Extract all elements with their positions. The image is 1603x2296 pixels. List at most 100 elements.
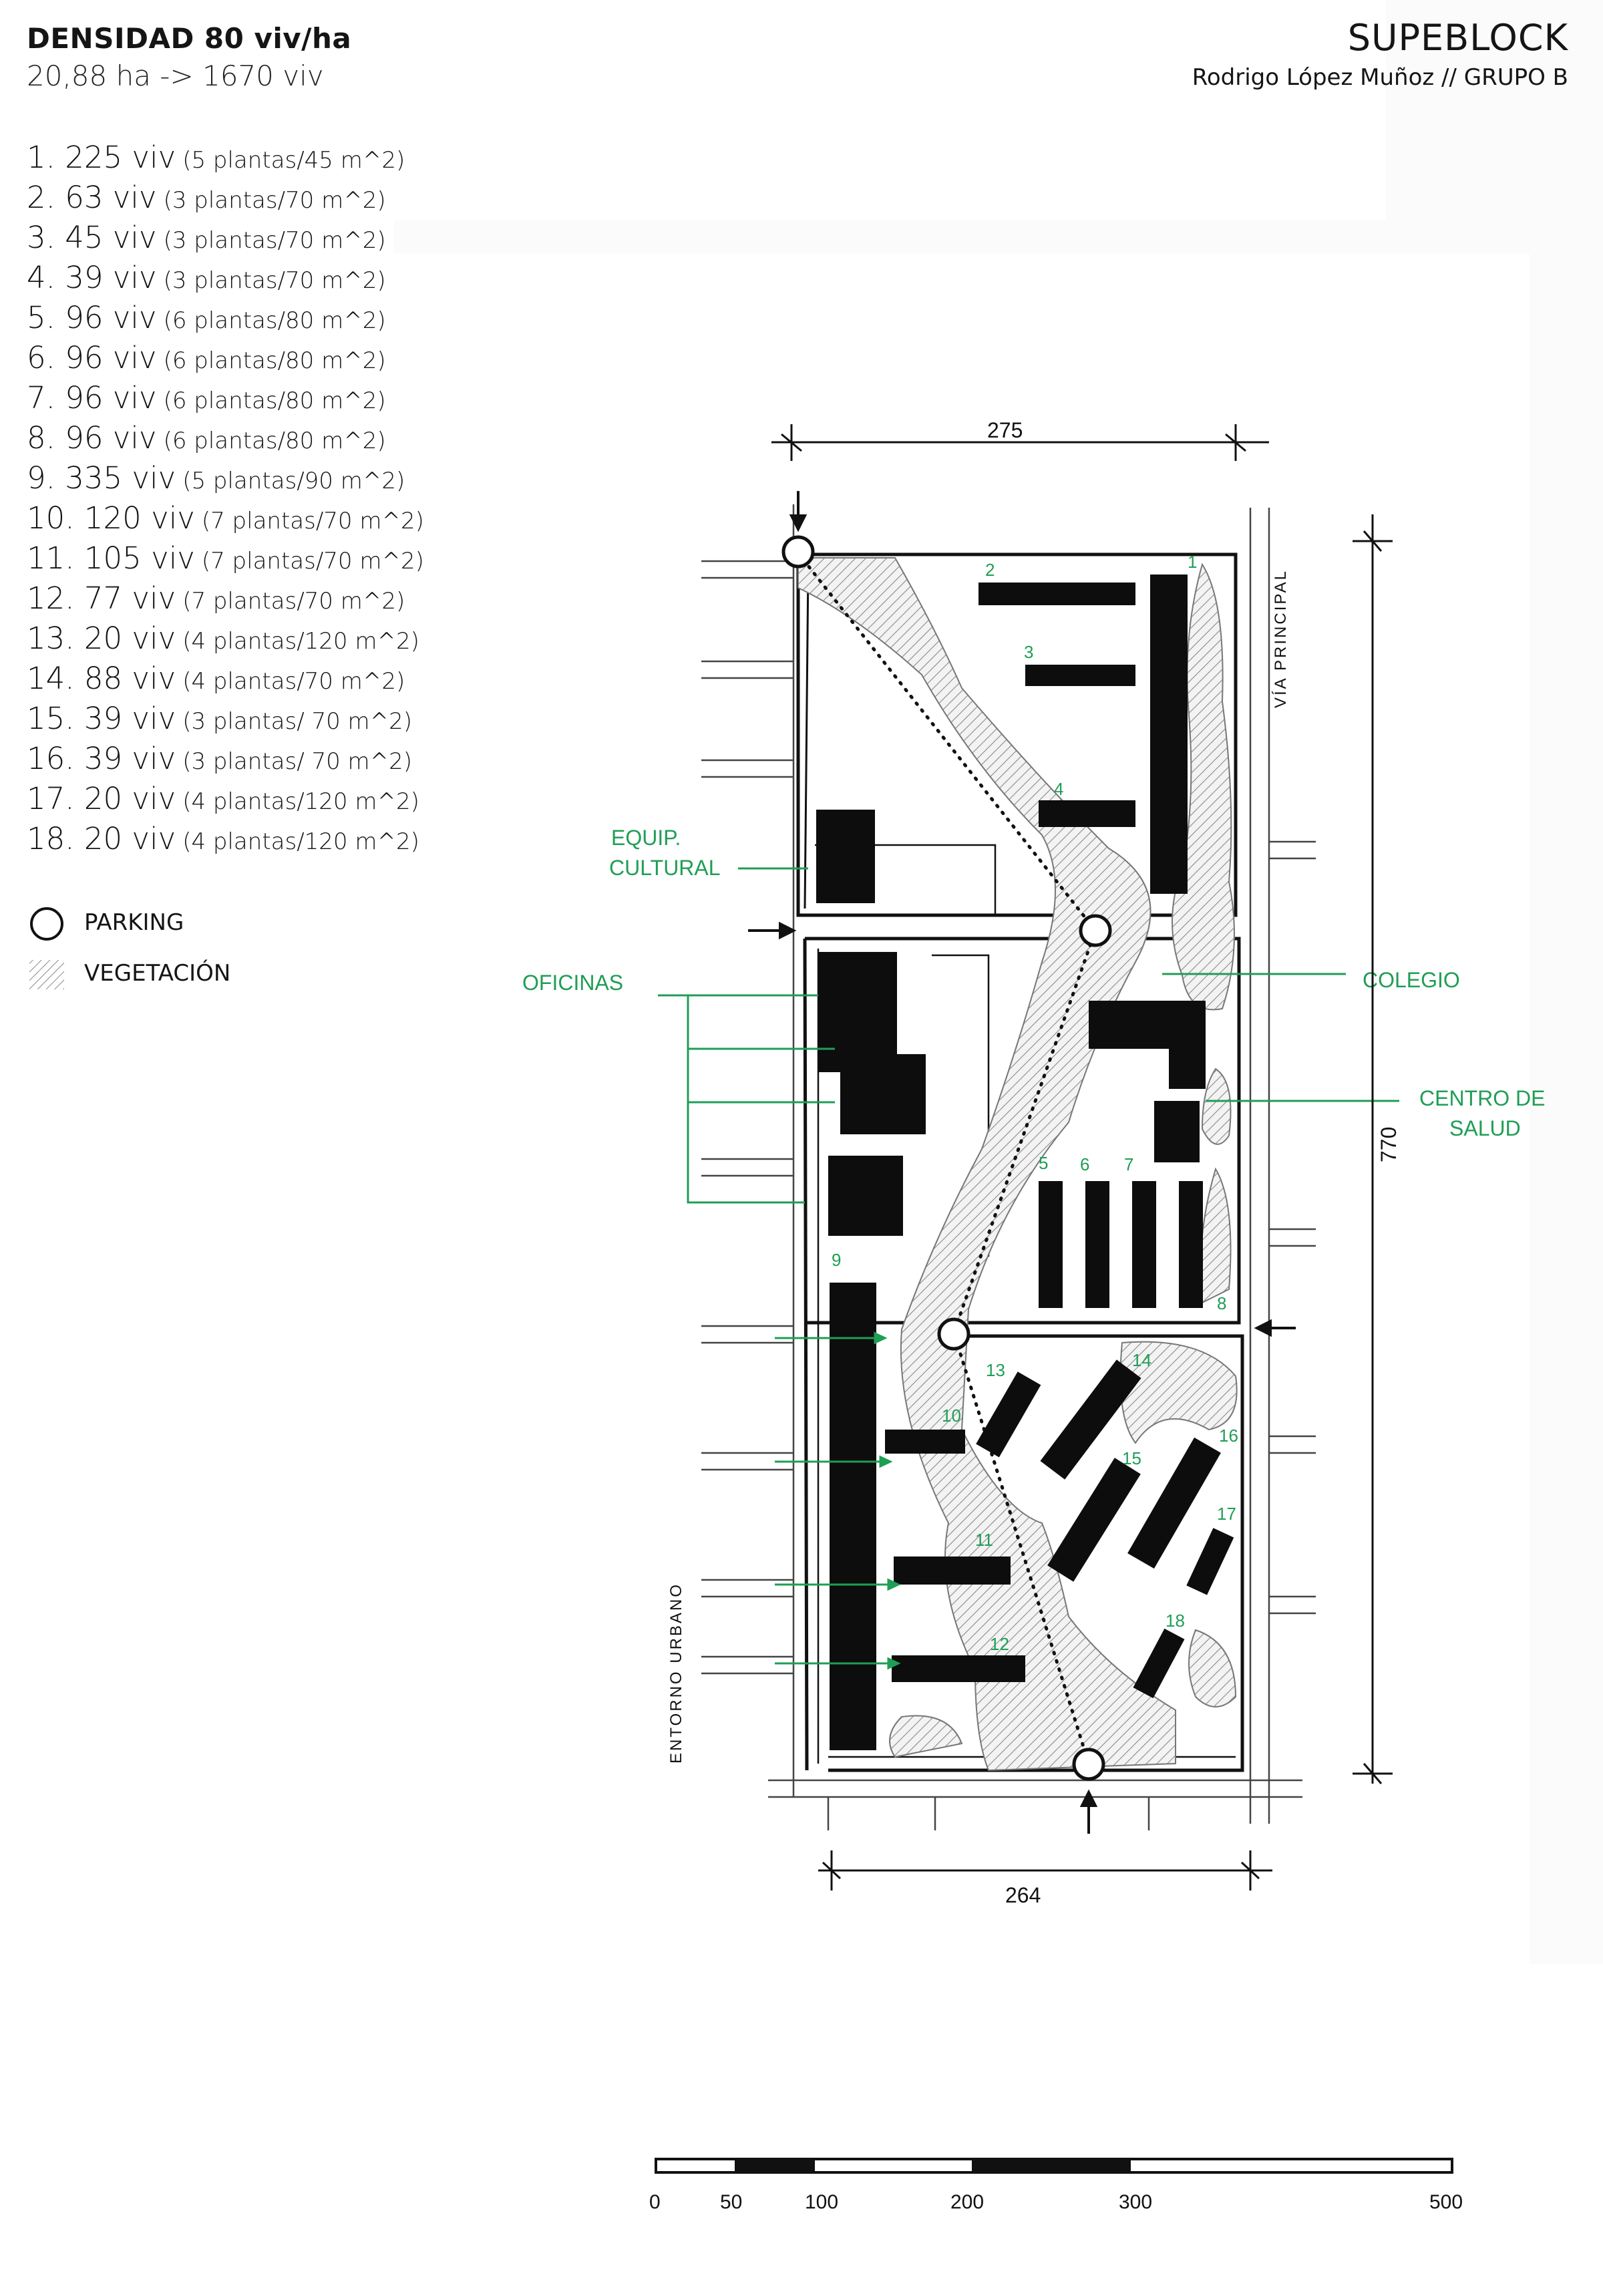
unit-count: 6. 96 viv	[27, 340, 157, 375]
building-15	[1047, 1458, 1141, 1582]
unit-item: 2. 63 viv(3 plantas/70 m^2)	[27, 178, 424, 218]
dimension-right: 770	[1377, 1127, 1401, 1162]
unit-count: 18. 20 viv	[27, 821, 176, 856]
unit-detail: (3 plantas/ 70 m^2)	[182, 708, 413, 735]
unit-item: 13. 20 viv(4 plantas/120 m^2)	[27, 619, 424, 659]
building-numbers: 1 2 3 4 5 6 7 8 9 10 11 12 13 14 15 16 1…	[832, 552, 1238, 1654]
scale-bar-fill	[972, 2159, 1131, 2172]
vegetation-patch-south-east-2	[1188, 1629, 1237, 1707]
unit-detail: (7 plantas/70 m^2)	[201, 548, 424, 575]
unit-item: 14. 88 viv(4 plantas/70 m^2)	[27, 659, 424, 699]
parking-icon	[1079, 914, 1112, 947]
block-inner-north	[804, 567, 810, 909]
header-right: SUPEBLOCK Rodrigo López Muñoz // GRUPO B	[1192, 15, 1568, 94]
building-number: 2	[985, 560, 995, 580]
building-11	[894, 1556, 1011, 1585]
building-number: 18	[1166, 1611, 1185, 1631]
building-number: 4	[1054, 779, 1063, 799]
building-number: 10	[942, 1406, 961, 1426]
building-10	[885, 1430, 965, 1454]
building-12	[892, 1655, 1025, 1682]
building-13	[976, 1371, 1041, 1458]
scale-tick-label: 500	[1429, 2191, 1463, 2213]
legend-vegetation-label: VEGETACIÓN	[84, 960, 231, 987]
health-center-label: SALUD	[1449, 1116, 1521, 1140]
parking-icon	[30, 907, 63, 941]
building-5	[1039, 1181, 1063, 1308]
density-subtitle: 20,88 ha -> 1670 viv	[27, 59, 324, 92]
urban-surroundings-label: ENTORNO URBANO	[667, 1583, 685, 1764]
unit-count: 8. 96 viv	[27, 420, 157, 456]
author-line: Rodrigo López Muñoz // GRUPO B	[1192, 64, 1568, 91]
unit-count: 2. 63 viv	[27, 180, 157, 215]
unit-count: 3. 45 viv	[27, 220, 157, 255]
unit-item: 15. 39 viv(3 plantas/ 70 m^2)	[27, 699, 424, 739]
buildings	[816, 575, 1234, 1750]
unit-detail: (3 plantas/ 70 m^2)	[182, 748, 413, 775]
dimension-labels: 275 264 770	[987, 418, 1401, 1907]
unit-detail: (6 plantas/80 m^2)	[163, 347, 386, 374]
unit-count: 12. 77 viv	[27, 581, 176, 616]
building-7	[1132, 1181, 1156, 1308]
unit-item: 4. 39 viv(3 plantas/70 m^2)	[27, 258, 424, 298]
building-1	[1150, 575, 1188, 894]
block-south	[828, 1334, 1244, 1772]
scale-tick-label: 200	[950, 2191, 984, 2213]
scale-bar-fill	[735, 2159, 815, 2172]
building-number: 11	[975, 1530, 993, 1550]
unit-item: 16. 39 viv(3 plantas/ 70 m^2)	[27, 739, 424, 779]
building-number: 17	[1217, 1504, 1236, 1524]
building-number: 14	[1132, 1350, 1151, 1370]
scale-tick-label: 300	[1119, 2191, 1152, 2213]
access-arrows	[748, 491, 1296, 1834]
office-building-2	[840, 1054, 926, 1134]
unit-count: 13. 20 viv	[27, 621, 176, 656]
building-2	[978, 583, 1135, 605]
office-building-3	[828, 1156, 903, 1236]
building-number: 12	[990, 1634, 1009, 1654]
building-number: 16	[1219, 1426, 1238, 1446]
unit-count: 11. 105 viv	[27, 540, 195, 576]
unit-item: 12. 77 viv(7 plantas/70 m^2)	[27, 579, 424, 619]
unit-count: 10. 120 viv	[27, 500, 195, 536]
unit-item: 11. 105 viv(7 plantas/70 m^2)	[27, 538, 424, 579]
legend-parking-label: PARKING	[84, 909, 184, 936]
vegetation-patch-right-low	[1200, 1167, 1232, 1304]
unit-item: 5. 96 viv(6 plantas/80 m^2)	[27, 298, 424, 338]
vegetation-patch-south-east	[1119, 1341, 1238, 1444]
equip-cultural-label: EQUIP.	[611, 826, 681, 850]
unit-detail: (6 plantas/80 m^2)	[163, 307, 386, 334]
building-number: 9	[832, 1250, 841, 1270]
scale-bar-ticks: 0 50 100 200 300 500	[649, 2191, 1463, 2213]
unit-detail: (3 plantas/70 m^2)	[163, 267, 386, 294]
building-4	[1039, 800, 1135, 827]
unit-item: 17. 20 viv(4 plantas/120 m^2)	[27, 779, 424, 819]
equip-cultural-label: CULTURAL	[609, 856, 721, 880]
unit-count: 17. 20 viv	[27, 781, 176, 816]
health-center-label: CENTRO DE	[1419, 1086, 1545, 1110]
unit-detail: (7 plantas/70 m^2)	[201, 508, 424, 534]
annotation-labels: EQUIP. CULTURAL OFICINAS COLEGIO CENTRO …	[522, 826, 1545, 1140]
paper-left-lower	[0, 962, 247, 1964]
unit-detail: (4 plantas/120 m^2)	[182, 828, 419, 855]
building-number: 6	[1080, 1154, 1089, 1174]
main-road-label: VÍA PRINCIPAL	[1272, 569, 1290, 708]
unit-item: 18. 20 viv(4 plantas/120 m^2)	[27, 819, 424, 859]
unit-item: 10. 120 viv(7 plantas/70 m^2)	[27, 498, 424, 538]
unit-detail: (7 plantas/70 m^2)	[182, 588, 405, 615]
unit-detail: (4 plantas/120 m^2)	[182, 788, 419, 815]
paper-bottom	[0, 1964, 1603, 2296]
unit-item: 3. 45 viv(3 plantas/70 m^2)	[27, 218, 424, 258]
project-title: SUPEBLOCK	[1347, 17, 1568, 59]
unit-detail: (5 plantas/45 m^2)	[182, 147, 405, 174]
context-labels: VÍA PRINCIPAL ENTORNO URBANO	[667, 569, 1290, 1764]
unit-item: 9. 335 viv(5 plantas/90 m^2)	[27, 458, 424, 498]
housing-unit-list: 1. 225 viv(5 plantas/45 m^2) 2. 63 viv(3…	[27, 138, 424, 859]
unit-detail: (4 plantas/120 m^2)	[182, 628, 419, 655]
vegetation-patch-right-mid	[1201, 1068, 1232, 1145]
unit-detail: (3 plantas/70 m^2)	[163, 227, 386, 254]
unit-count: 1. 225 viv	[27, 140, 176, 175]
building-number: 8	[1217, 1293, 1226, 1313]
annotation-leaders	[658, 867, 1399, 1670]
unit-count: 14. 88 viv	[27, 661, 176, 696]
